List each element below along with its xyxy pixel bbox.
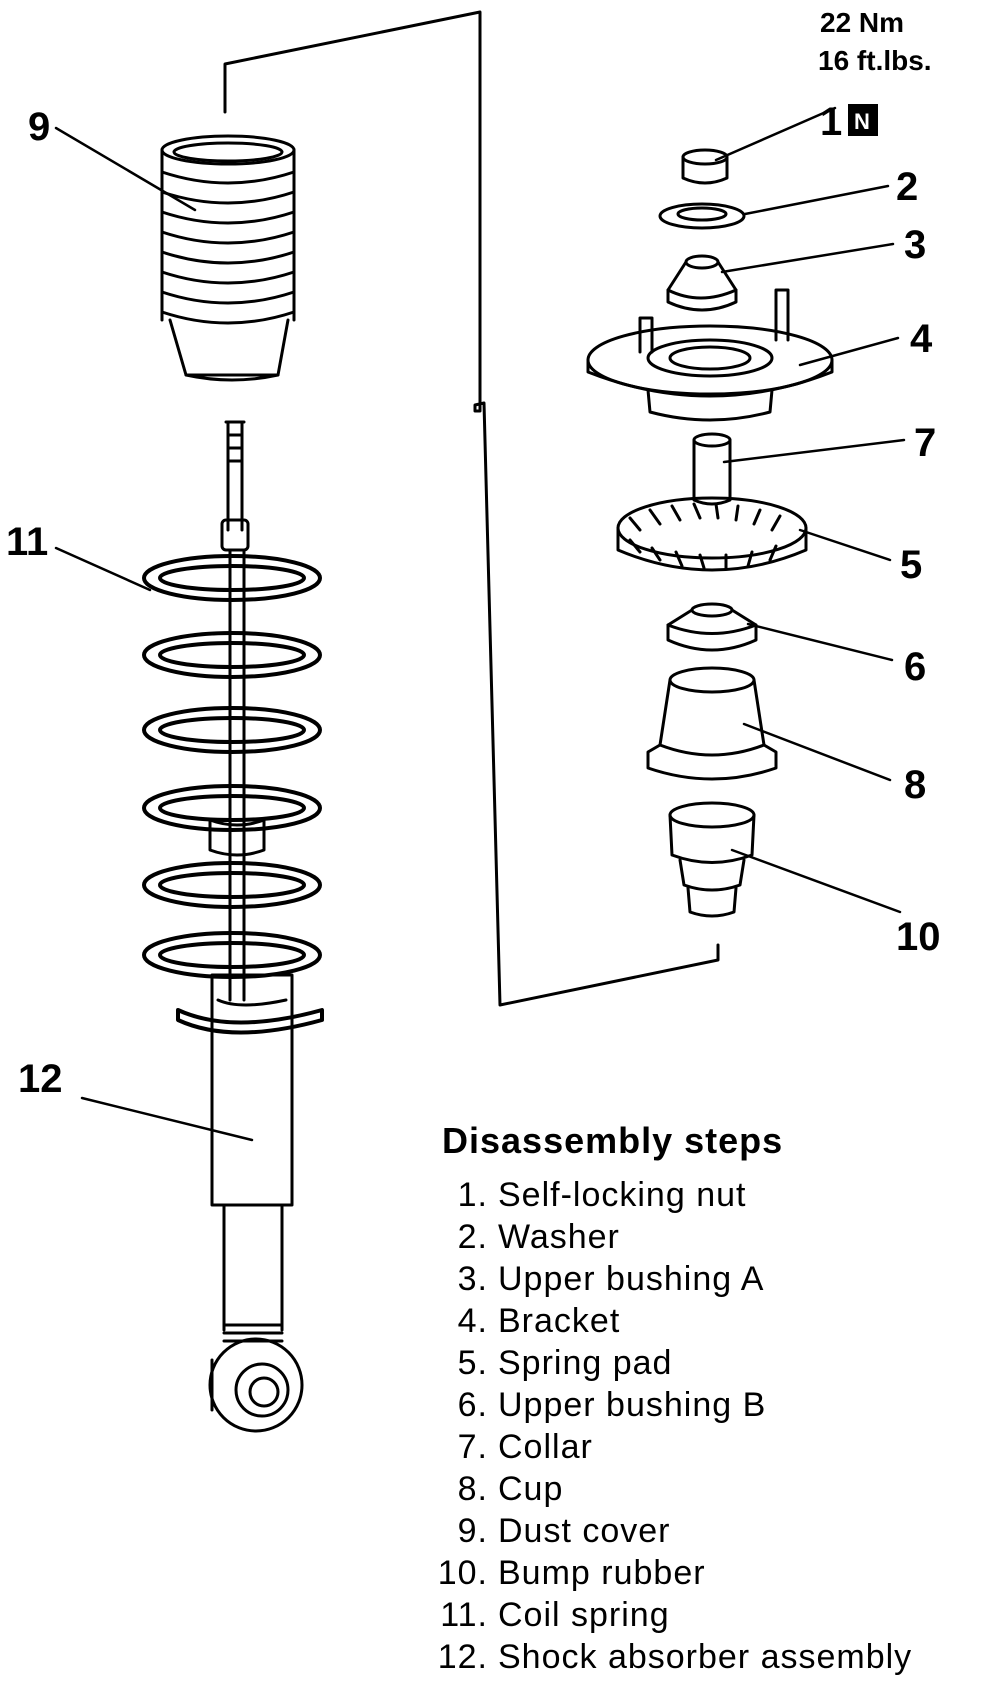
step-label: Dust cover [498,1512,671,1550]
list-item: 3. Upper bushing A [420,1258,980,1300]
list-item: 8. Cup [420,1468,980,1510]
washer [658,202,746,230]
upper-bushing-a [666,254,738,312]
upper-bushing-b [666,602,758,652]
list-item: 10. Bump rubber [420,1552,980,1594]
step-number: 1. [457,1176,488,1214]
step-label: Spring pad [498,1344,673,1382]
steps-list: 1. Self-locking nut 2. Washer 3. Upper bush… [420,1174,980,1678]
assembly-bracket-line [223,10,720,1007]
list-item: 6. Upper bushing B [420,1384,980,1426]
step-number: 8. [457,1470,488,1508]
list-item: 1. Self-locking nut [420,1174,980,1216]
list-item: 2. Washer [420,1216,980,1258]
callout-9: 9 [28,105,50,149]
torque-value-ftlbs: 16 ft.lbs. [818,45,932,76]
list-item: 11. Coil spring [420,1594,980,1636]
self-locking-nut [681,148,729,185]
spring-pad [616,496,808,572]
disassembly-steps: Disassembly steps 1. Self-locking nut 2. W… [420,1120,980,1678]
steps-title: Disassembly steps [442,1120,784,1161]
callout-1: 1 [820,100,842,144]
new-part-badge: N [848,104,878,136]
step-number: 9. [457,1512,488,1550]
step-label: Coil spring [498,1596,670,1634]
step-label: Upper bushing A [498,1260,765,1298]
step-label: Cup [498,1470,564,1508]
callout-3: 3 [904,223,926,267]
step-number: 7. [457,1428,488,1466]
list-item: 5. Spring pad [420,1342,980,1384]
step-label: Self-locking nut [498,1176,747,1214]
callout-2: 2 [896,165,918,209]
bump-rubber [668,801,756,918]
callout-8: 8 [904,763,926,807]
callout-10: 10 [896,915,941,959]
step-number: 2. [457,1218,488,1256]
collar [692,432,732,506]
step-number: 4. [457,1302,488,1340]
step-label: Washer [498,1218,620,1256]
callout-12: 12 [18,1057,63,1101]
step-label: Collar [498,1428,593,1466]
bracket [586,288,834,422]
callout-11: 11 [6,520,48,564]
step-number: 3. [457,1260,488,1298]
step-number: 11. [440,1596,488,1634]
dust-cover [160,134,296,382]
step-label: Shock absorber assembly [498,1638,913,1676]
coil-spring [142,554,324,1035]
leader-lines [54,106,906,1142]
step-label: Bracket [498,1302,621,1340]
callout-6: 6 [904,645,926,689]
list-item: 9. Dust cover [420,1510,980,1552]
step-number: 12. [437,1638,488,1676]
list-item: 7. Collar [420,1426,980,1468]
callout-4: 4 [910,317,933,361]
step-number: 10. [437,1554,488,1592]
callout-5: 5 [900,543,922,587]
svg-text:N: N [854,109,870,134]
torque-value-nm: 22 Nm [820,7,904,38]
list-item: 4. Bracket [420,1300,980,1342]
cup [646,666,778,781]
step-number: 5. [457,1344,488,1382]
shock-absorber [208,420,304,1433]
step-label: Bump rubber [498,1554,706,1592]
list-item: 12. Shock absorber assembly [420,1636,980,1678]
step-label: Upper bushing B [498,1386,767,1424]
callout-7: 7 [914,421,936,465]
step-number: 6. [457,1386,488,1424]
